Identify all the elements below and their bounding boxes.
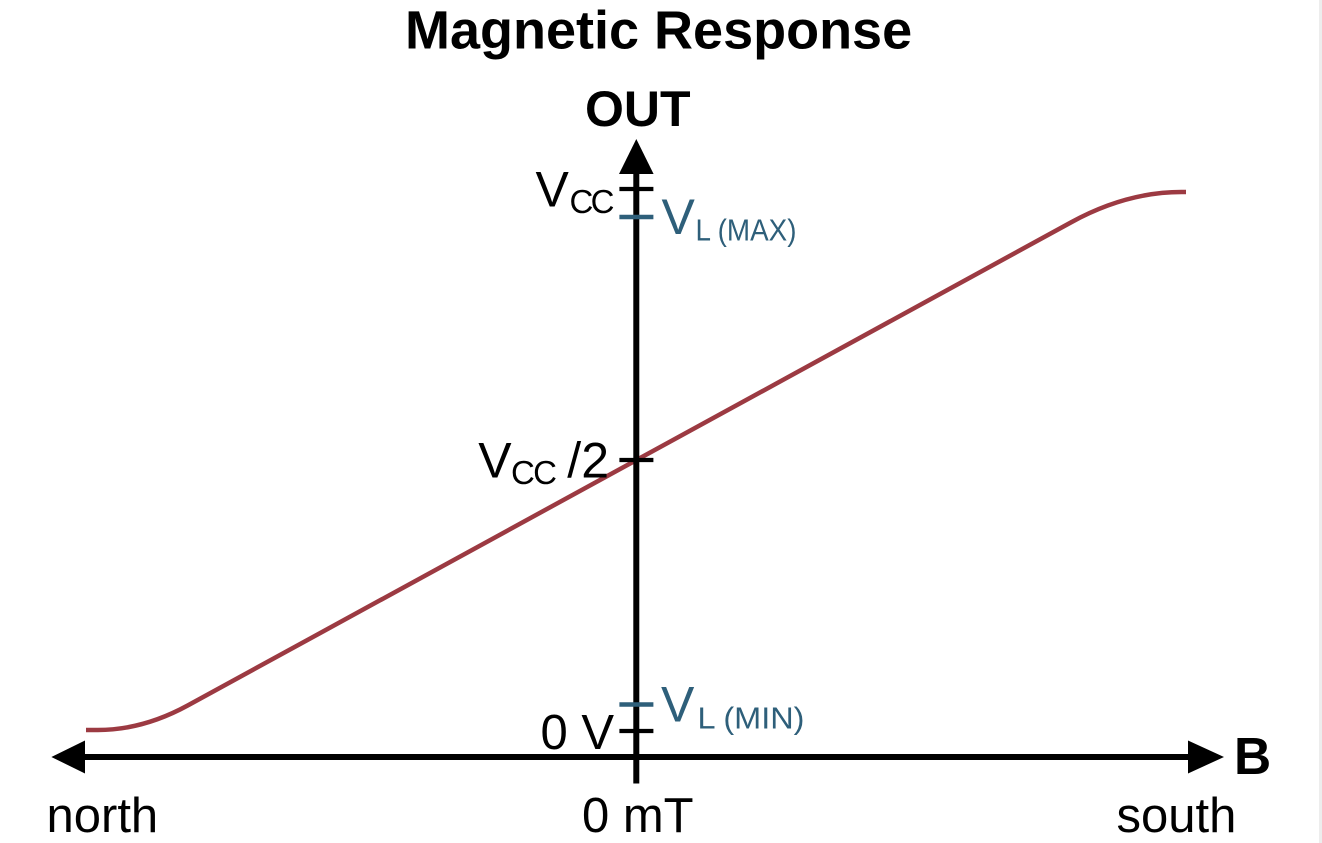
svg-text:0 V: 0 V [541, 706, 615, 760]
svg-text:L (MIN): L (MIN) [698, 700, 805, 735]
svg-text:north: north [47, 789, 159, 843]
svg-text:V: V [661, 677, 695, 733]
svg-text:Magnetic Response: Magnetic Response [405, 1, 912, 61]
svg-text:CC: CC [570, 183, 615, 220]
svg-text:V: V [478, 432, 512, 488]
svg-text:CC: CC [511, 454, 557, 491]
svg-text:V: V [536, 161, 570, 217]
svg-text:L (MAX): L (MAX) [696, 212, 797, 247]
svg-text:south: south [1117, 789, 1237, 843]
svg-text:V: V [662, 189, 696, 245]
svg-text:/2: /2 [567, 432, 609, 488]
svg-text:OUT: OUT [585, 81, 691, 137]
svg-text:0 mT: 0 mT [582, 789, 694, 843]
svg-text:B: B [1234, 727, 1271, 785]
